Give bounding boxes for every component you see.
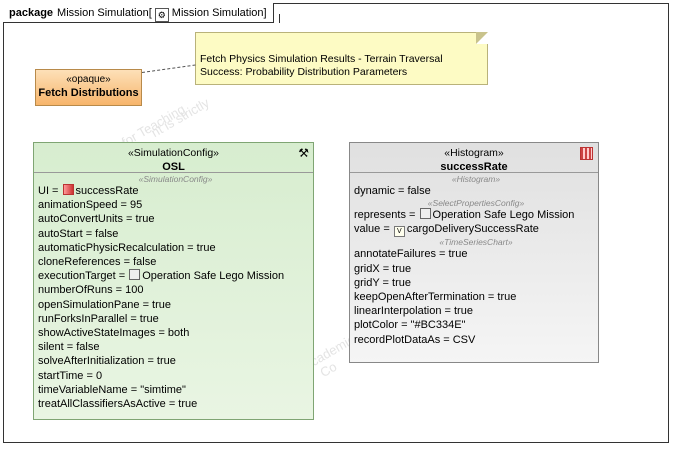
property-label: value = <box>354 223 393 236</box>
property-row: runForksInParallel = true <box>38 312 159 325</box>
property-row: solveAfterInitialization = true <box>38 355 176 368</box>
success-section-label: «SelectPropertiesConfig» <box>427 198 525 209</box>
property-row: numberOfRuns = 100 <box>38 284 144 297</box>
success-rate-block[interactable]: «Histogram» successRate «Histogram» dyna… <box>349 142 599 363</box>
property-row: animationSpeed = 95 <box>38 199 143 212</box>
frame-name: Mission Simulation[ <box>57 7 152 19</box>
tools-icon: ⚒ <box>298 146 309 160</box>
opaque-stereotype: «opaque» <box>66 74 111 85</box>
property-row: silent = false <box>38 341 100 354</box>
property-row: autoConvertUnits = true <box>38 213 155 226</box>
osl-compartment: «SimulationConfig» UI = successRate anim… <box>34 173 313 411</box>
success-section-label: «TimeSeriesChart» <box>439 237 513 248</box>
property-row: openSimulationPane = true <box>38 298 172 311</box>
property-value: Operation Safe Lego Mission <box>142 270 285 283</box>
frame-keyword: package <box>9 7 54 19</box>
property-row: linearInterpolation = true <box>354 305 473 318</box>
package-frame <box>3 3 669 443</box>
frame-ref: Mission Simulation] <box>171 7 267 19</box>
property-row: keepOpenAfterTermination = true <box>354 291 517 304</box>
property-row: annotateFailures = true <box>354 248 468 261</box>
success-stereotype: «Histogram» <box>444 147 504 159</box>
gear-icon: ⚙ <box>154 8 169 22</box>
note-line: Fetch Physics Simulation Results - Terra… <box>200 53 443 65</box>
property-row: represents = Operation Safe Lego Mission <box>354 208 598 222</box>
property-row: gridY = true <box>354 276 411 289</box>
property-label: executionTarget = <box>38 270 129 283</box>
property-label: represents = <box>354 209 419 222</box>
success-name: successRate <box>440 161 508 173</box>
property-value: Operation Safe Lego Mission <box>432 209 575 222</box>
note-line: Success: Probability Distribution Parame… <box>200 66 408 78</box>
osl-name: OSL <box>162 161 185 173</box>
property-row: treatAllClassifiersAsActive = true <box>38 398 198 411</box>
property-row: autoStart = false <box>38 227 119 240</box>
success-header: «Histogram» successRate <box>350 143 598 173</box>
property-row: showActiveStateImages = both <box>38 327 190 340</box>
property-row: cloneReferences = false <box>38 256 157 269</box>
value-property-icon: V <box>393 226 405 238</box>
osl-block[interactable]: «SimulationConfig» OSL ⚒ «SimulationConf… <box>33 142 314 420</box>
property-value: successRate <box>75 185 139 197</box>
property-row: gridX = true <box>354 262 412 275</box>
activity-icon <box>419 208 431 220</box>
property-row: UI = successRate <box>38 184 313 198</box>
property-row: plotColor = "#BC334E" <box>354 319 466 332</box>
property-row: recordPlotDataAs = CSV <box>354 333 476 346</box>
histogram-icon <box>580 147 593 160</box>
opaque-behavior-block[interactable]: «opaque» Fetch Distributions <box>35 69 142 106</box>
success-section-label: «Histogram» <box>451 174 501 184</box>
opaque-name: Fetch Distributions <box>38 87 139 99</box>
activity-icon <box>129 269 141 281</box>
property-row: startTime = 0 <box>38 369 103 382</box>
property-row: timeVariableName = "simtime" <box>38 383 186 396</box>
property-row: dynamic = false <box>354 185 431 197</box>
note[interactable]: Fetch Physics Simulation Results - Terra… <box>195 32 488 85</box>
property-row: automaticPhysicRecalculation = true <box>38 241 216 254</box>
osl-section-label: «SimulationConfig» <box>138 174 213 184</box>
property-label: UI = <box>38 185 62 197</box>
property-row: executionTarget = Operation Safe Lego Mi… <box>38 269 313 283</box>
osl-header: «SimulationConfig» OSL <box>34 143 313 173</box>
histogram-icon <box>62 184 74 195</box>
osl-stereotype: «SimulationConfig» <box>127 147 220 159</box>
success-compartment: «Histogram» dynamic = false «SelectPrope… <box>350 173 598 347</box>
property-value: cargoDeliverySuccessRate <box>406 223 539 236</box>
